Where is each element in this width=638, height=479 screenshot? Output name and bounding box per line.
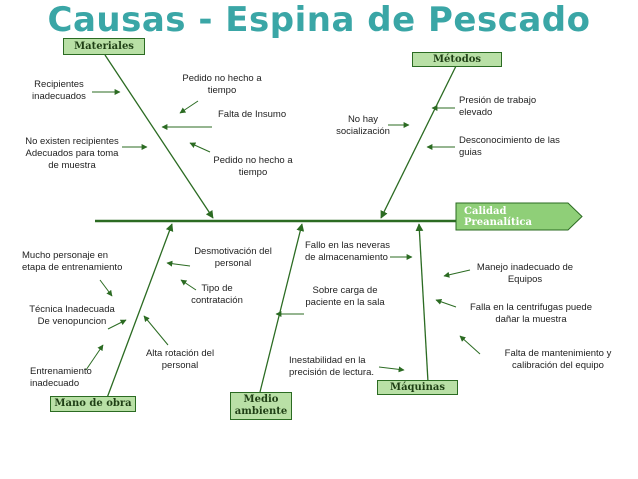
cause-falla-centrifugas: Falla en la centrifugas puede dañar la m… [470,302,592,325]
cause-inestabilidad: Inestabilidad en la precisión de lectura… [289,355,375,378]
category-mano-de-obra: Mano de obra [50,396,136,412]
arrow-pedido-2 [189,142,211,153]
category-medio-ambiente: Medio ambiente [230,392,292,420]
category-materiales: Materiales [63,38,145,55]
cause-falta-mantenimiento: Falta de mantenimiento y calibración del… [504,348,612,371]
bone-medio-ambiente [259,223,305,393]
cause-entrenamiento: Entrenamiento inadecuado [30,366,92,389]
cause-sobre-carga: Sobre carga de paciente en la sala [305,285,385,308]
cause-no-socializacion: No hay socialización [336,114,390,137]
bone-materiales [104,54,214,219]
cause-fallo-neveras: Fallo en las neveras de almacenamiento [305,240,391,263]
bone-metodos [380,61,459,219]
cause-tipo-contratacion: Tipo de contratación [191,283,243,306]
page-title: Causas - Espina de Pescado [47,0,591,40]
cause-desmotivacion: Desmotivación del personal [194,246,272,269]
cause-mucho-personaje: Mucho personaje en etapa de entrenamient… [22,250,123,273]
category-metodos: Métodos [412,52,502,67]
category-maquinas: Máquinas [377,380,458,395]
cause-no-existen: No existen recipientes Adecuados para to… [25,136,119,171]
cause-falta-insumo: Falta de Insumo [218,109,287,120]
arrow-falta-mantenimiento [459,335,481,355]
arrow-entrenamiento [85,344,104,371]
arrow-falla-centrifugas [435,298,457,308]
bone-maquinas [415,223,429,383]
arrow-inestabilidad [378,366,405,373]
cause-alta-rotacion: Alta rotación del personal [145,348,215,371]
arrow-tipo-contratacion [180,279,197,291]
arrow-mucho-personaje [99,279,113,297]
bone-mano-de-obra [106,223,174,399]
arrow-pedido-1 [179,100,199,114]
arrow-alta-rotacion [143,315,169,346]
cause-pedido-hecho-1: Pedido no hecho a tiempo [182,73,262,96]
cause-recipientes-inadecuados: Recipientes inadecuados [32,79,86,102]
arrow-tecnica [107,319,127,330]
cause-pedido-hecho-2: Pedido no hecho a tiempo [213,155,293,178]
effect-label: Calidad Preanalítica [464,205,532,228]
arrow-desmotivacion [166,260,191,267]
cause-manejo-inadecuado: Manejo inadecuado de Equipos [476,262,574,285]
effect-shape [455,202,583,231]
cause-desconocimiento: Desconocimiento de las guias [459,135,560,158]
cause-presion-trabajo: Presión de trabajo elevado [459,95,537,118]
cause-tecnica: Técnica Inadecuada De venopuncion [29,304,115,327]
arrow-manejo [443,269,471,278]
